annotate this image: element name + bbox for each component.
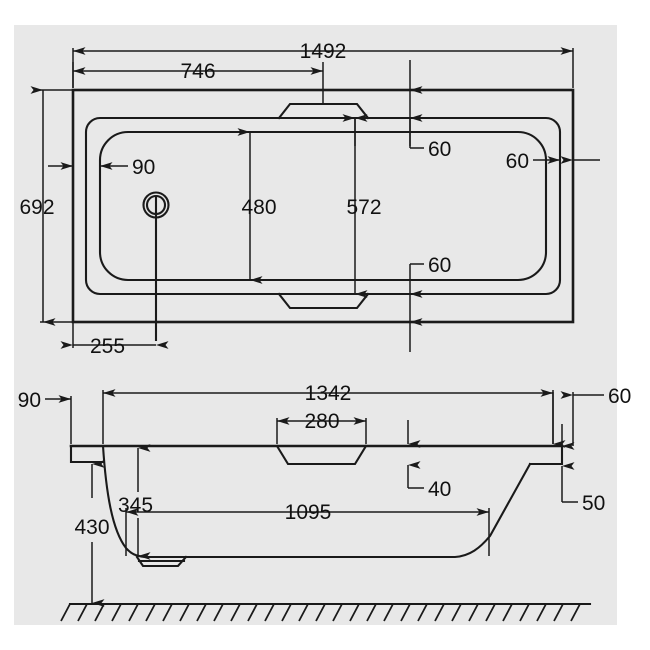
dim-label-1492: 1492 xyxy=(300,40,347,63)
dim-label-90-plan: 90 xyxy=(132,156,155,179)
dim-label-746: 746 xyxy=(180,60,215,83)
dim-label-60-right: 60 xyxy=(506,150,529,173)
dim-label-480: 480 xyxy=(241,196,276,219)
ground-hatching xyxy=(60,603,581,622)
side-elevation: 90 1342 280 60 345 430 xyxy=(18,382,631,622)
dim-label-40: 40 xyxy=(428,478,451,501)
dim-label-60-elev: 60 xyxy=(608,385,631,408)
dim-label-1095: 1095 xyxy=(285,501,332,524)
dim-label-572: 572 xyxy=(346,196,381,219)
dim-label-1342: 1342 xyxy=(305,382,352,405)
dim-label-255: 255 xyxy=(90,335,125,358)
plan-view: 1492 746 692 90 480 572 xyxy=(19,40,600,358)
plan-basin-outline xyxy=(98,130,548,282)
dim-label-90-elev: 90 xyxy=(18,389,41,412)
plan-rim-inner-outline xyxy=(84,116,562,296)
dim-label-345: 345 xyxy=(118,494,153,517)
plan-bottom-grip xyxy=(277,292,370,310)
dim-label-50: 50 xyxy=(582,492,605,515)
elev-grip-trapezoid xyxy=(275,444,368,466)
elev-left-rim-block xyxy=(69,444,105,464)
elev-bath-profile xyxy=(101,444,532,559)
elev-right-rim-block xyxy=(528,444,564,466)
plan-top-grip xyxy=(277,102,370,120)
dim-label-692: 692 xyxy=(19,196,54,219)
dim-label-60-top-outer: 60 xyxy=(428,138,451,161)
dim-label-60-bottom: 60 xyxy=(428,254,451,277)
dim-label-280: 280 xyxy=(304,410,339,433)
dim-label-430: 430 xyxy=(74,516,109,539)
